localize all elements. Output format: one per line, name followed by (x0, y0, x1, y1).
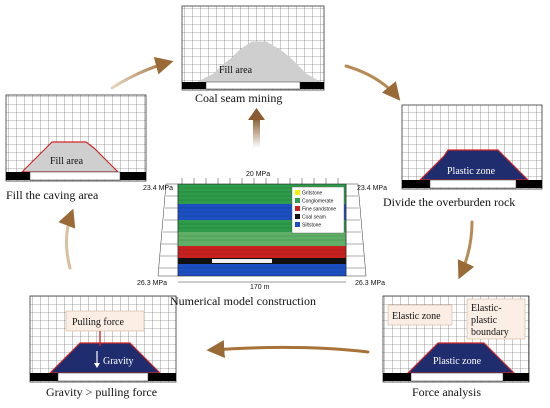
legend-label-siltstone: Siltstone (302, 223, 321, 229)
caption-numerical-model: Numerical model construction (170, 294, 316, 308)
mined-void (29, 171, 121, 181)
arrow-gravity-to-fill (58, 208, 76, 270)
gravity-arrowhead (94, 363, 100, 368)
top-stress-label: 20 MPa (246, 171, 270, 178)
up-arrow-head (248, 108, 265, 120)
plastic-zone-shape (418, 149, 530, 181)
up-arrow-shaft (253, 118, 260, 148)
mined-out-area (212, 259, 272, 263)
coal-pillar-left (30, 373, 58, 381)
panel-gravity-pulling: Pulling force Gravity (29, 295, 177, 383)
pulling-force-box (65, 310, 145, 332)
coal-pillar-right (148, 373, 176, 381)
coal-pillar-right (120, 172, 146, 180)
model-width-label: 170 m (250, 284, 270, 291)
plastic-zone-label: Plastic zone (447, 166, 496, 177)
top-load-arrows (181, 178, 339, 184)
caption-fill-caving: Fill the caving area (6, 188, 99, 202)
legend-label-coal-seam: Coal seam (302, 215, 326, 221)
legend-swatch-conglomerate (295, 198, 300, 203)
elastic-zone-label: Elastic zone (392, 311, 441, 322)
left-bottom-stress-label: 26.3 MPa (137, 280, 167, 287)
mined-void (57, 372, 149, 382)
panel-fill-caving: Fill area (5, 94, 147, 182)
right-top-stress-label: 23.4 MPa (357, 185, 387, 192)
elastic-zone-box (387, 304, 453, 326)
coal-pillar-right (503, 373, 529, 381)
panel-force-analysis: Plastic zone Elastic zone Elastic- plast… (382, 295, 530, 383)
panel-coal-seam-mining: Fill area (181, 5, 325, 91)
fill-area-shape (197, 41, 322, 83)
stratum-siltstone-bottom (178, 264, 346, 276)
arrow-divide-to-force (457, 220, 475, 280)
legend-swatch-siltstone (295, 222, 300, 227)
fill-area-label: Fill area (50, 156, 84, 167)
boundary-label-line3: boundary (471, 327, 509, 338)
mined-void (429, 179, 517, 189)
coal-pillar-left (6, 172, 30, 180)
legend-box (291, 186, 345, 234)
plastic-zone-shape (406, 342, 516, 374)
model-border (177, 183, 347, 277)
left-stress-fan (157, 183, 179, 277)
pulling-force-label: Pulling force (72, 317, 124, 328)
arrow-mining-to-divide (344, 64, 401, 101)
gravity-label: Gravity (103, 356, 134, 367)
coal-pillar-left (182, 82, 206, 89)
left-top-stress-label: 23.4 MPa (143, 185, 173, 192)
arrow-fill-to-mining (110, 57, 174, 90)
cycle-arrows (58, 57, 475, 359)
boundary-label-line1: Elastic- (471, 303, 502, 314)
caption-coal-seam-mining: Coal seam mining (195, 91, 282, 105)
plastic-zone-shape (48, 342, 162, 374)
plastic-zone-label: Plastic zone (433, 356, 482, 367)
legend-swatch-coal-seam (295, 214, 300, 219)
elastic-plastic-boundary-box (466, 298, 526, 340)
caption-divide-overburden: Divide the overburden rock (383, 195, 515, 209)
coal-pillar-right (300, 82, 324, 89)
legend-label-conglomerate: Conglomerate (302, 199, 334, 205)
mined-void (205, 81, 301, 90)
numerical-model: 20 MPa 23.4 MPa 23.4 MPa 26.3 MPa 26.3 (137, 108, 387, 291)
right-bottom-stress-label: 26.3 MPa (355, 280, 385, 287)
right-stress-fan (345, 183, 367, 277)
side-load-arrows (159, 195, 365, 269)
caption-gravity-pulling: Gravity > pulling force (46, 385, 157, 399)
stratum-conglomerate-light (178, 232, 346, 246)
arrow-force-to-gravity (206, 340, 370, 359)
panel-divide-overburden: Plastic zone (401, 104, 543, 190)
coal-pillar-left (383, 373, 411, 381)
stratum-fine-sandstone (178, 246, 346, 258)
fill-area-shape (20, 141, 120, 173)
caption-force-analysis: Force analysis (412, 385, 481, 399)
legend-swatch-gritstone (295, 190, 300, 195)
mined-void (410, 372, 504, 382)
legend-swatch-fine-sandstone (295, 206, 300, 211)
coal-pillar-right (516, 180, 542, 188)
boundary-label-line2: plastic (471, 315, 498, 326)
model-legend: Gritstone Conglomerate Fine sandstone Co… (291, 186, 345, 234)
coal-pillar-left (402, 180, 430, 188)
fill-area-label: Fill area (219, 65, 253, 76)
legend-label-gritstone: Gritstone (302, 191, 323, 197)
legend-label-fine-sandstone: Fine sandstone (302, 207, 336, 213)
